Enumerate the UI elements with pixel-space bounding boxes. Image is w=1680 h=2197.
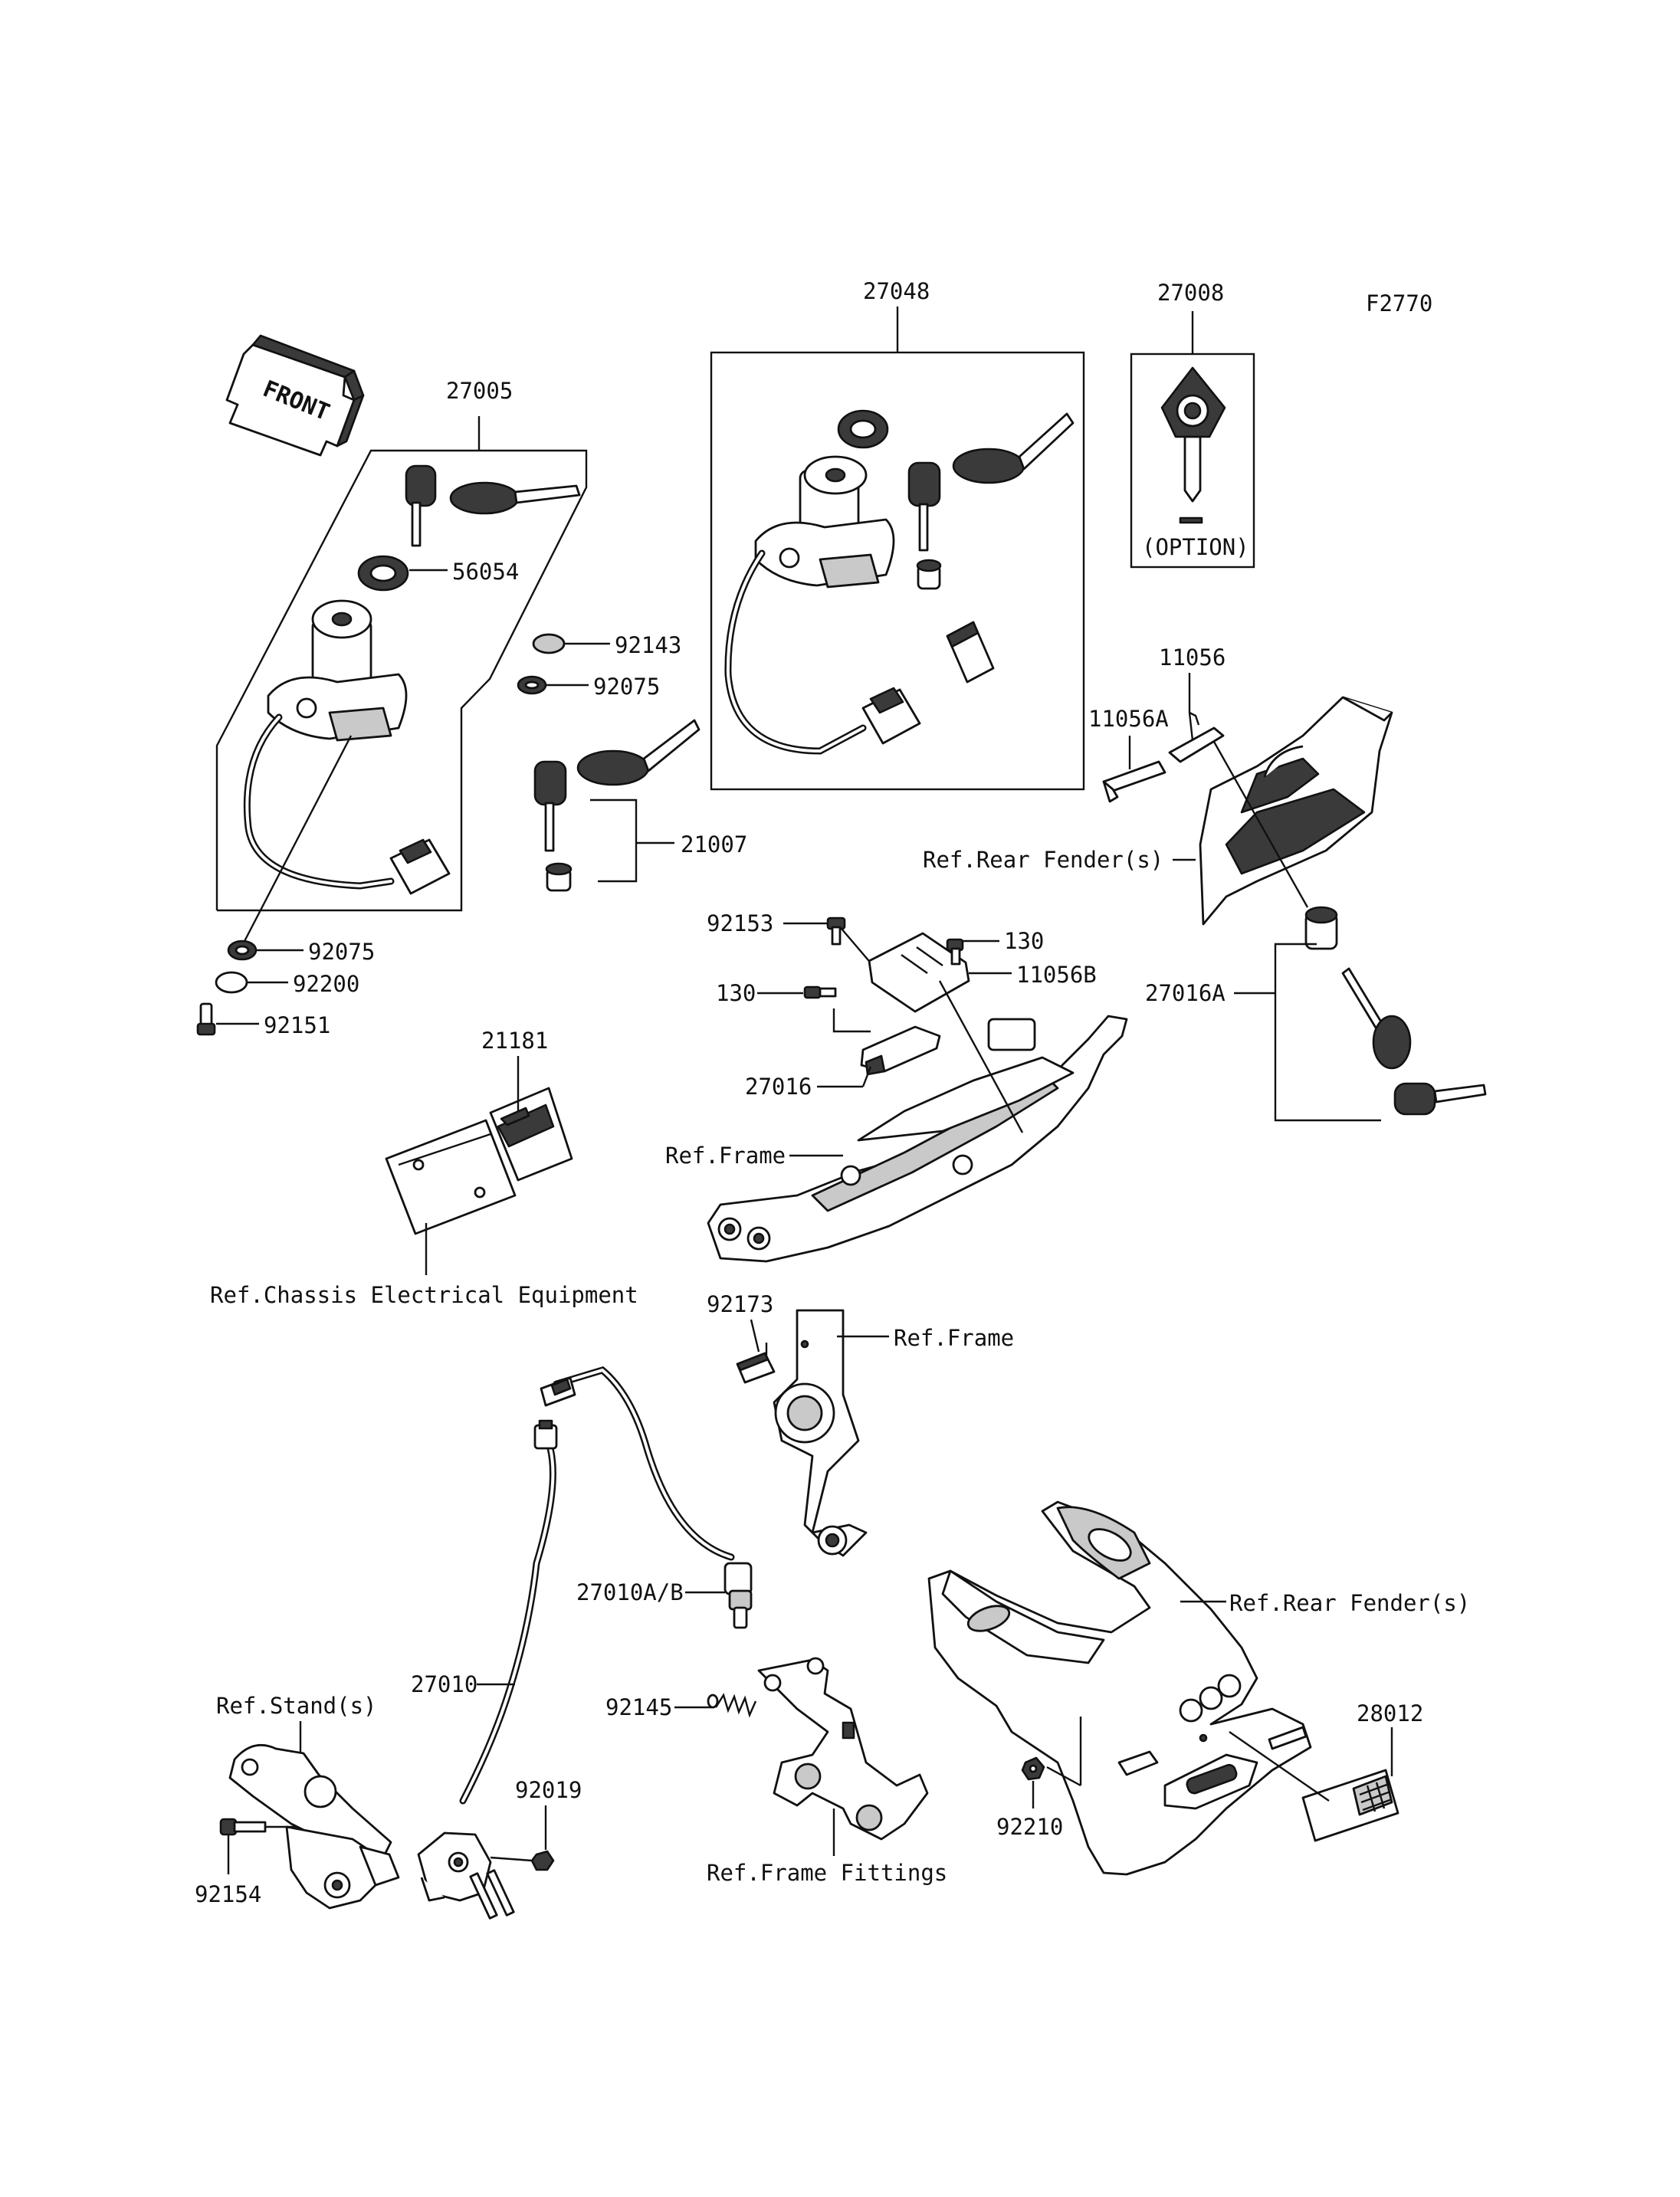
connector-icon xyxy=(389,838,451,895)
relay-21181: 21181 xyxy=(385,1028,573,1275)
ref-rear-fender-1: Ref.Rear Fender(s) xyxy=(923,847,1163,873)
label-92151: 92151 xyxy=(264,1012,330,1038)
switch-27010AB xyxy=(724,1562,753,1629)
label-27008: 27008 xyxy=(1157,280,1224,306)
label-27016A: 27016A xyxy=(1145,980,1226,1006)
bolt-icon-92153 xyxy=(826,917,846,946)
frame-fittings-bracket xyxy=(757,1657,929,1841)
label-92200: 92200 xyxy=(293,971,359,997)
label-21007: 21007 xyxy=(681,831,747,857)
reflector-28012 xyxy=(1301,1769,1399,1842)
label-27016: 27016 xyxy=(745,1074,812,1100)
label-28012: 28012 xyxy=(1357,1700,1423,1726)
ignition-cylinder-icon xyxy=(267,599,408,742)
rear-fender-top-right: Ref.Rear Fender(s) xyxy=(923,696,1393,926)
label-92019: 92019 xyxy=(515,1777,582,1803)
label-130a: 130 xyxy=(1004,928,1044,954)
spring-icon-92145 xyxy=(707,1693,757,1718)
washer-icon-92200 xyxy=(215,971,248,994)
option-key-27008: 27008 (OPTION) xyxy=(1130,280,1255,569)
label-92075a: 92075 xyxy=(593,674,660,700)
label-27005: 27005 xyxy=(446,378,513,404)
ref-stand: Ref.Stand(s) xyxy=(216,1693,377,1719)
bolt-icon-130b xyxy=(803,985,837,999)
washer-icon-92143 xyxy=(532,633,566,654)
lock-set-27016A: 27016A xyxy=(1145,906,1487,1122)
label-92075b: 92075 xyxy=(308,939,375,965)
frame-section-upper xyxy=(707,980,1128,1263)
ref-frame-fittings: Ref.Frame Fittings xyxy=(707,1860,947,1886)
label-92210: 92210 xyxy=(996,1814,1063,1840)
bracket-icon-11056B: 11056B xyxy=(868,932,1097,1013)
label-11056: 11056 xyxy=(1159,644,1226,671)
front-arrow-icon: FRONT xyxy=(225,334,365,457)
rear-fender-lower xyxy=(927,1500,1312,1876)
frame-pivot xyxy=(773,1309,868,1557)
option-label: (OPTION) xyxy=(1142,534,1249,560)
wire-harness-27010 xyxy=(459,1366,735,1805)
label-27010: 27010 xyxy=(411,1671,477,1697)
nut-icon-92210 xyxy=(1021,1756,1045,1781)
label-27010AB: 27010A/B xyxy=(576,1579,684,1605)
ref-frame-1: Ref.Frame xyxy=(665,1143,786,1169)
side-stand-bracket xyxy=(228,1721,400,1910)
ref-frame-2: Ref.Frame xyxy=(894,1325,1014,1351)
label-92173: 92173 xyxy=(707,1291,773,1317)
label-130b: 130 xyxy=(716,980,756,1006)
ignition-switch-set-27048: 27048 xyxy=(710,278,1085,791)
ref-rear-fender-2: Ref.Rear Fender(s) xyxy=(1229,1590,1470,1616)
clip-icon-11056: 11056 xyxy=(1159,644,1309,908)
label-92143: 92143 xyxy=(615,632,681,658)
label-11056B: 11056B xyxy=(1016,962,1097,988)
label-27048: 27048 xyxy=(863,278,930,304)
label-92145: 92145 xyxy=(605,1694,672,1720)
key-set-21007: 21007 xyxy=(533,719,747,892)
ignition-switch-group-27005: 56054 27005 xyxy=(215,378,588,946)
bracket-icon-27016 xyxy=(860,1025,941,1076)
bolt-icon-92151 xyxy=(196,1002,216,1036)
label-92154: 92154 xyxy=(195,1881,261,1907)
label-21181: 21181 xyxy=(481,1028,548,1054)
key-icon xyxy=(405,464,581,547)
label-56054: 56054 xyxy=(452,559,519,585)
nut-icon-92019 xyxy=(530,1850,555,1871)
diagram-code: F2770 xyxy=(1366,290,1432,316)
side-stand-switch xyxy=(417,1831,515,1920)
clip-icon-11056A: 11056A xyxy=(1088,706,1169,803)
label-92153: 92153 xyxy=(707,910,773,936)
label-11056A: 11056A xyxy=(1088,706,1169,732)
clamp-icon-92173 xyxy=(736,1343,776,1384)
ref-chassis-electrical: Ref.Chassis Electrical Equipment xyxy=(210,1282,638,1308)
bolt-icon-130a xyxy=(946,938,964,966)
bolt-icon-92154 xyxy=(219,1818,267,1836)
